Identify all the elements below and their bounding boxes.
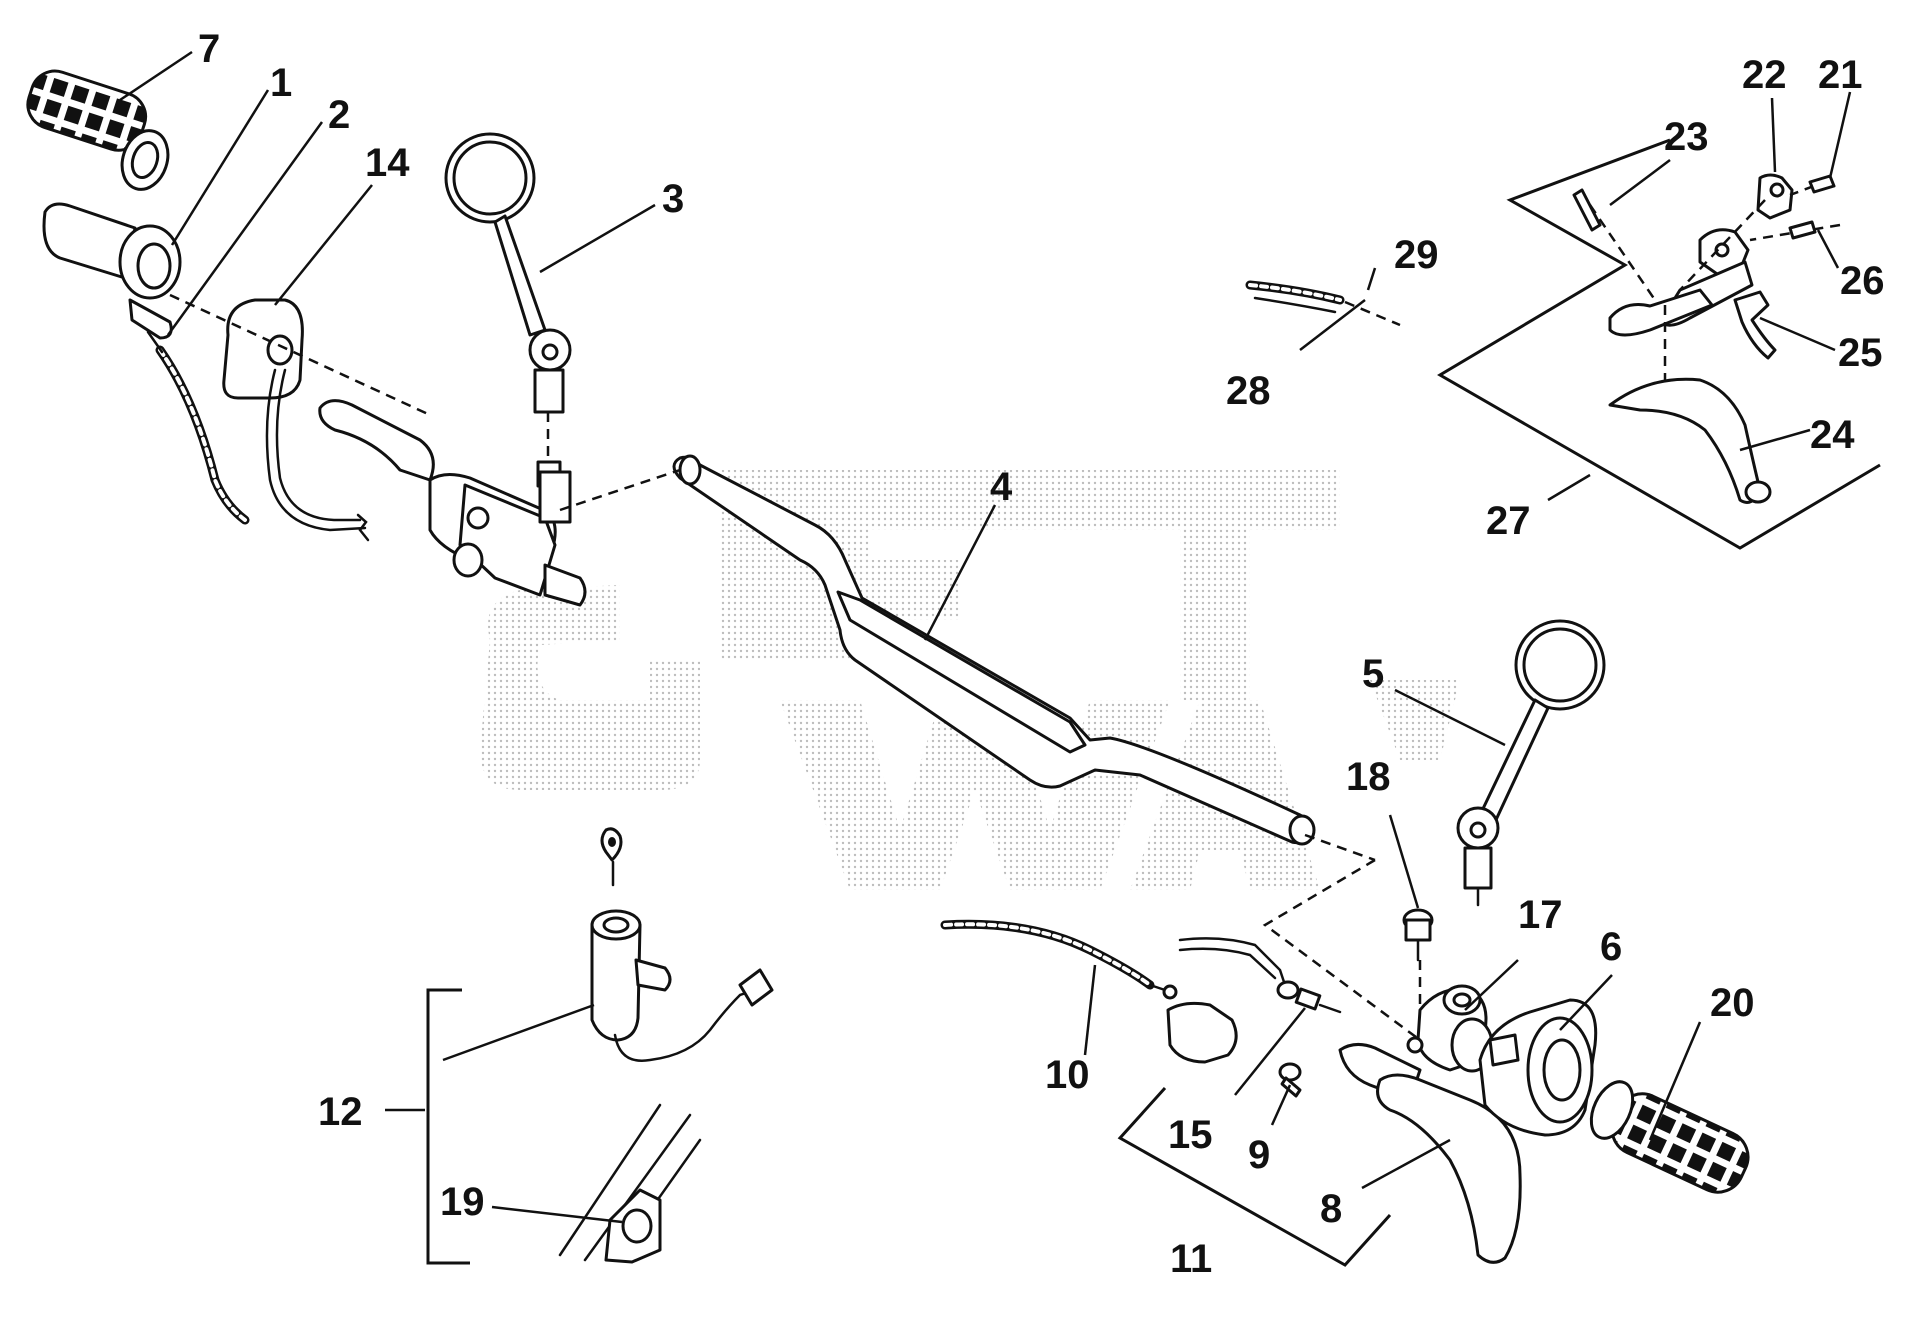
callout-23: 23 xyxy=(1664,115,1709,159)
part-9-screw xyxy=(1278,1062,1302,1098)
part-6-right-switch-housing xyxy=(1478,998,1598,1137)
bracket-12 xyxy=(426,988,470,1265)
callout-8: 8 xyxy=(1320,1187,1342,1231)
callout-labels: 7 1 2 14 3 4 5 18 17 6 20 22 21 23 29 26… xyxy=(198,27,1885,1281)
part-3-left-mirror xyxy=(444,132,572,488)
part-5-right-mirror xyxy=(1456,619,1606,907)
callout-3: 3 xyxy=(662,177,684,221)
callout-7: 7 xyxy=(198,27,220,71)
part-14-throttle-housing xyxy=(222,298,370,542)
callout-11: 11 xyxy=(1170,1237,1212,1281)
part-8-right-lever xyxy=(1376,1073,1522,1264)
callout-14: 14 xyxy=(365,141,410,185)
callout-28: 28 xyxy=(1226,369,1271,413)
callout-1: 1 xyxy=(270,61,292,105)
part-12-ignition-switch xyxy=(590,827,774,1062)
callout-29: 29 xyxy=(1394,233,1439,277)
callout-19: 19 xyxy=(440,1180,485,1224)
callout-2: 2 xyxy=(328,93,350,137)
part-28-cable-tie xyxy=(1245,280,1401,327)
callout-6: 6 xyxy=(1600,925,1622,969)
part-20-right-grip xyxy=(1589,1080,1750,1194)
callout-21: 21 xyxy=(1818,53,1863,97)
callout-20: 20 xyxy=(1710,981,1755,1025)
callout-15: 15 xyxy=(1168,1113,1213,1157)
callout-12: 12 xyxy=(318,1090,363,1134)
assembly-lines-left xyxy=(169,293,1422,1042)
part-19-ignition-bracket xyxy=(558,1103,702,1264)
callout-24: 24 xyxy=(1810,413,1855,457)
callout-27: 27 xyxy=(1486,499,1531,543)
part-10-clutch-cable xyxy=(940,919,1238,1064)
part-1-throttle-tube xyxy=(42,202,182,340)
part-15-cable-adjuster xyxy=(1178,937,1342,1014)
callout-5: 5 xyxy=(1362,652,1384,696)
callout-25: 25 xyxy=(1838,331,1883,375)
bracket-11 xyxy=(1117,1086,1392,1267)
part-4-handlebar xyxy=(672,454,1316,846)
callout-18: 18 xyxy=(1346,755,1391,799)
callout-9: 9 xyxy=(1248,1133,1270,1177)
part-18-screw xyxy=(1402,908,1434,962)
callout-4: 4 xyxy=(990,465,1013,509)
part-7-left-grip xyxy=(26,69,170,191)
part-27-lever-assembly xyxy=(1437,138,1881,550)
callout-17: 17 xyxy=(1518,893,1563,937)
leader-lines xyxy=(119,50,1852,1224)
part-2-throttle-cable xyxy=(146,330,250,525)
left-lever-assembly xyxy=(318,399,587,607)
callout-22: 22 xyxy=(1742,53,1787,97)
callout-26: 26 xyxy=(1840,259,1885,303)
callout-10: 10 xyxy=(1045,1053,1090,1097)
